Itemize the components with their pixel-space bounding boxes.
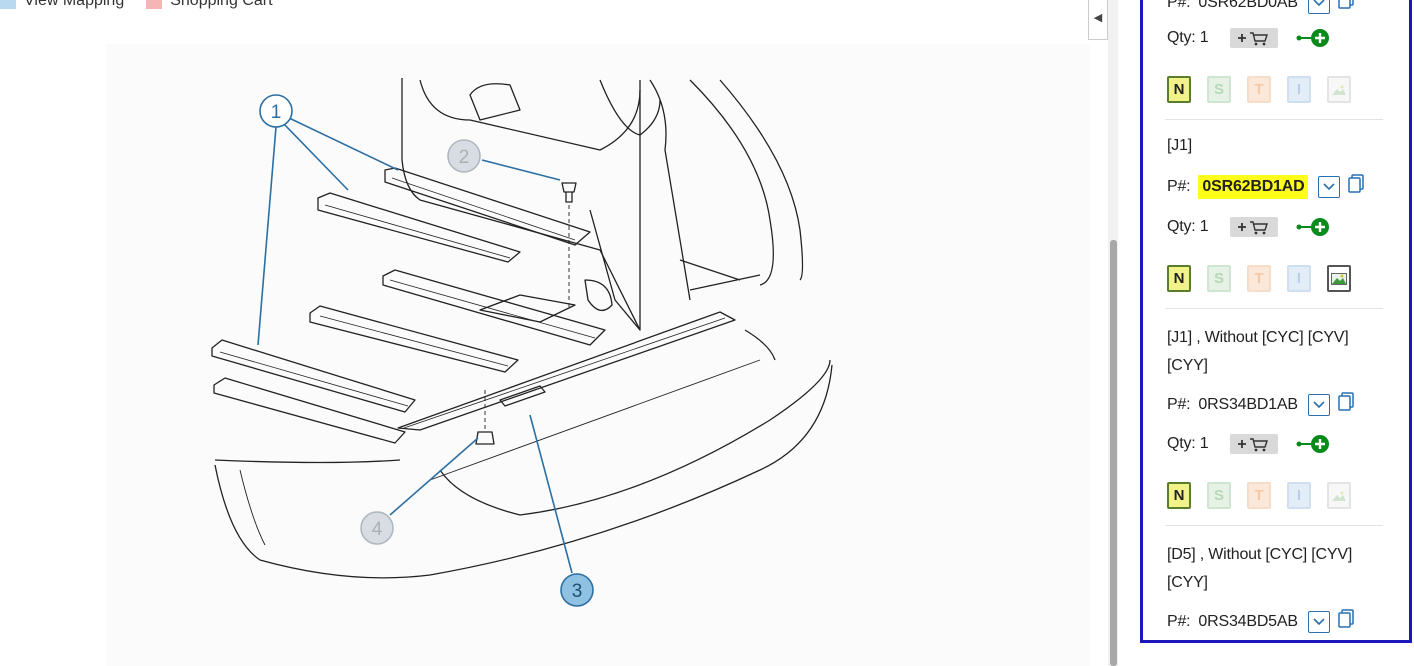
document-icons: N S T I <box>1167 76 1351 103</box>
document-icons: N S T I <box>1167 482 1351 509</box>
legend: View Mapping Shopping Cart <box>0 0 295 12</box>
part-number-row: P#: 0RS34BD5AB <box>1167 609 1354 634</box>
chevron-down-icon <box>1323 182 1336 190</box>
add-to-cart-button[interactable] <box>1230 28 1279 48</box>
parts-diagram-area: 1 2 3 4 <box>0 20 1090 666</box>
legend-label-view-mapping: View Mapping <box>24 0 125 9</box>
copy-icon[interactable] <box>1338 392 1354 417</box>
note-doc-icon[interactable]: N <box>1167 265 1191 292</box>
info-doc-icon: I <box>1287 265 1311 292</box>
callout-3-label: 3 <box>572 581 583 602</box>
copy-icon[interactable] <box>1348 174 1365 199</box>
part-number-highlighted[interactable]: 0SR62BD1AD <box>1198 174 1309 199</box>
callout-3[interactable]: 3 <box>560 573 594 607</box>
part-number[interactable]: 0RS34BD1AB <box>1198 395 1298 413</box>
add-circle-icon <box>1296 435 1330 453</box>
callout-4[interactable]: 4 <box>360 511 394 545</box>
legend-view-mapping[interactable]: View Mapping <box>0 0 124 10</box>
quantity-text: Qty: 1 <box>1167 218 1209 235</box>
note-doc-icon[interactable]: N <box>1167 482 1191 509</box>
collapse-panel-button[interactable]: ◀ <box>1088 0 1108 40</box>
quantity-row: Qty: 1 <box>1167 434 1330 454</box>
callout-2[interactable]: 2 <box>447 139 481 173</box>
part-number-label: P#: <box>1167 0 1191 11</box>
part-number-row: P#: 0SR62BD0AB <box>1167 0 1354 15</box>
tech-doc-icon: T <box>1247 76 1271 103</box>
callout-4-label: 4 <box>372 519 383 540</box>
expand-details-button[interactable] <box>1318 175 1341 198</box>
parts-list-panel: P#: 0SR62BD0AB Qty: 1 N S T I <box>1140 0 1412 643</box>
add-circle-icon <box>1296 29 1330 47</box>
quantity-row: Qty: 1 <box>1167 28 1330 48</box>
collapse-arrow-icon: ◀ <box>1093 11 1103 24</box>
quantity-text: Qty: 1 <box>1167 29 1209 46</box>
fitment-note: [J1] , Without [CYC] [CYV] [CYY] <box>1167 329 1349 374</box>
copy-icon[interactable] <box>1338 0 1354 15</box>
copy-icon[interactable] <box>1338 609 1354 634</box>
entry-divider <box>1165 525 1383 526</box>
entry-divider <box>1165 308 1383 309</box>
quantity-text: Qty: 1 <box>1167 435 1209 452</box>
image-icon[interactable] <box>1327 265 1351 292</box>
cart-plus-icon <box>1238 221 1269 235</box>
expand-details-button[interactable] <box>1307 610 1330 633</box>
add-to-list-button[interactable] <box>1296 217 1330 237</box>
cart-plus-icon <box>1238 438 1269 452</box>
add-circle-icon <box>1296 218 1330 236</box>
chevron-down-icon <box>1313 400 1325 408</box>
add-to-cart-button[interactable] <box>1230 434 1279 454</box>
callout-1-label: 1 <box>271 102 282 123</box>
add-to-list-button[interactable] <box>1296 434 1330 454</box>
fitment-note: [D5] , Without [CYC] [CYV] [CYY] <box>1167 546 1353 591</box>
legend-swatch-shopping-cart <box>146 0 163 9</box>
part-number[interactable]: 0RS34BD5AB <box>1198 612 1298 630</box>
spec-doc-icon: S <box>1207 265 1231 292</box>
parts-diagram: 1 2 3 4 <box>211 78 833 607</box>
legend-swatch-view-mapping <box>0 0 16 9</box>
image-icon <box>1327 482 1351 509</box>
add-to-list-button[interactable] <box>1296 28 1330 48</box>
quantity-row: Qty: 1 <box>1167 217 1330 237</box>
document-icons: N S T I <box>1167 265 1351 292</box>
image-icon <box>1327 76 1351 103</box>
legend-label-shopping-cart: Shopping Cart <box>170 0 273 9</box>
tech-doc-icon: T <box>1247 482 1271 509</box>
part-number-row: P#: 0RS34BD1AB <box>1167 392 1354 417</box>
tech-doc-icon: T <box>1247 265 1271 292</box>
legend-shopping-cart[interactable]: Shopping Cart <box>146 0 273 10</box>
note-doc-icon[interactable]: N <box>1167 76 1191 103</box>
spec-doc-icon: S <box>1207 482 1231 509</box>
add-to-cart-button[interactable] <box>1230 217 1279 237</box>
cart-plus-icon <box>1238 32 1269 46</box>
part-number-label: P#: <box>1167 612 1191 630</box>
chevron-down-icon <box>1313 0 1325 6</box>
info-doc-icon: I <box>1287 482 1311 509</box>
vertical-scrollbar-thumb[interactable] <box>1110 240 1117 666</box>
spec-doc-icon: S <box>1207 76 1231 103</box>
chevron-down-icon <box>1313 617 1325 625</box>
part-number-label: P#: <box>1167 395 1191 413</box>
callout-2-label: 2 <box>459 147 470 168</box>
expand-details-button[interactable] <box>1307 393 1330 416</box>
info-doc-icon: I <box>1287 76 1311 103</box>
callout-1[interactable]: 1 <box>259 94 293 128</box>
entry-divider <box>1165 119 1383 120</box>
expand-details-button[interactable] <box>1307 0 1330 14</box>
part-number-row: P#: 0SR62BD1AD <box>1167 174 1365 199</box>
part-number-label: P#: <box>1167 177 1191 195</box>
fitment-note: [J1] <box>1167 137 1192 154</box>
part-number[interactable]: 0SR62BD0AB <box>1198 0 1298 11</box>
